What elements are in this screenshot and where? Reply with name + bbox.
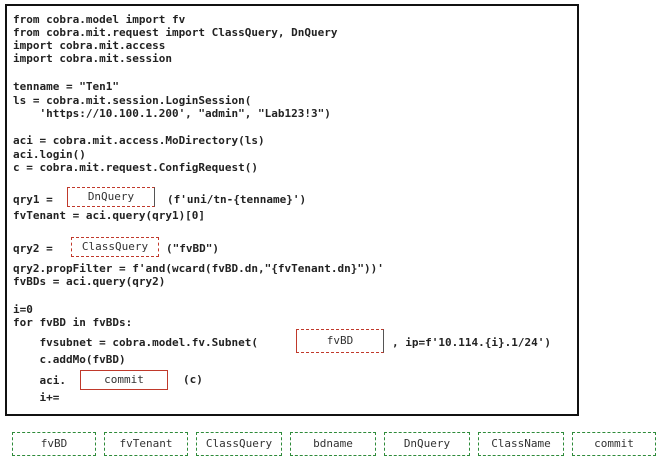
code-line: tenname = "Ten1" bbox=[13, 80, 119, 93]
code-line: qry2.propFilter = f'and(wcard(fvBD.dn,"{… bbox=[13, 262, 384, 275]
code-line: aci.login() bbox=[13, 148, 86, 161]
drop-zone-aci-method[interactable]: commit bbox=[80, 370, 168, 390]
code-line: aci. bbox=[13, 374, 66, 387]
code-line: ("fvBD") bbox=[166, 242, 219, 255]
code-line: aci = cobra.mit.access.MoDirectory(ls) bbox=[13, 134, 265, 147]
code-line: qry1 = bbox=[13, 193, 60, 206]
code-line: fvBDs = aci.query(qry2) bbox=[13, 275, 166, 288]
code-line: ls = cobra.mit.session.LoginSession( bbox=[13, 94, 252, 107]
code-line: for fvBD in fvBDs: bbox=[13, 316, 133, 329]
option-classname[interactable]: ClassName bbox=[478, 432, 564, 456]
option-fvtenant[interactable]: fvTenant bbox=[104, 432, 188, 456]
code-line: , ip=f'10.114.{i}.1/24') bbox=[392, 336, 551, 349]
code-line: fvsubnet = cobra.model.fv.Subnet( bbox=[13, 336, 259, 349]
option-bdname[interactable]: bdname bbox=[290, 432, 376, 456]
drop-zone-qry1[interactable]: DnQuery bbox=[67, 187, 155, 207]
code-line: (f'uni/tn-{tenname}') bbox=[167, 193, 307, 206]
code-line: import cobra.mit.access bbox=[13, 39, 166, 52]
code-line: from cobra.mit.request import ClassQuery… bbox=[13, 26, 338, 39]
code-line: 'https://10.100.1.200', "admin", "Lab123… bbox=[13, 107, 331, 120]
drop-zone-qry2[interactable]: ClassQuery bbox=[71, 237, 159, 257]
option-dnquery[interactable]: DnQuery bbox=[384, 432, 470, 456]
code-line: import cobra.mit.session bbox=[13, 52, 172, 65]
code-line: from cobra.model import fv bbox=[13, 13, 186, 26]
option-classquery[interactable]: ClassQuery bbox=[196, 432, 282, 456]
option-fvbd[interactable]: fvBD bbox=[12, 432, 96, 456]
code-line: i+= bbox=[13, 391, 60, 404]
option-commit[interactable]: commit bbox=[572, 432, 656, 456]
code-line: (c) bbox=[183, 373, 203, 386]
code-panel: from cobra.model import fv from cobra.mi… bbox=[5, 4, 579, 416]
code-line: qry2 = bbox=[13, 242, 60, 255]
code-line: c.addMo(fvBD) bbox=[13, 353, 126, 366]
code-line: fvTenant = aci.query(qry1)[0] bbox=[13, 209, 206, 222]
code-line: i=0 bbox=[13, 303, 33, 316]
drop-zone-subnet-parent[interactable]: fvBD bbox=[296, 329, 384, 353]
code-line: c = cobra.mit.request.ConfigRequest() bbox=[13, 161, 259, 174]
